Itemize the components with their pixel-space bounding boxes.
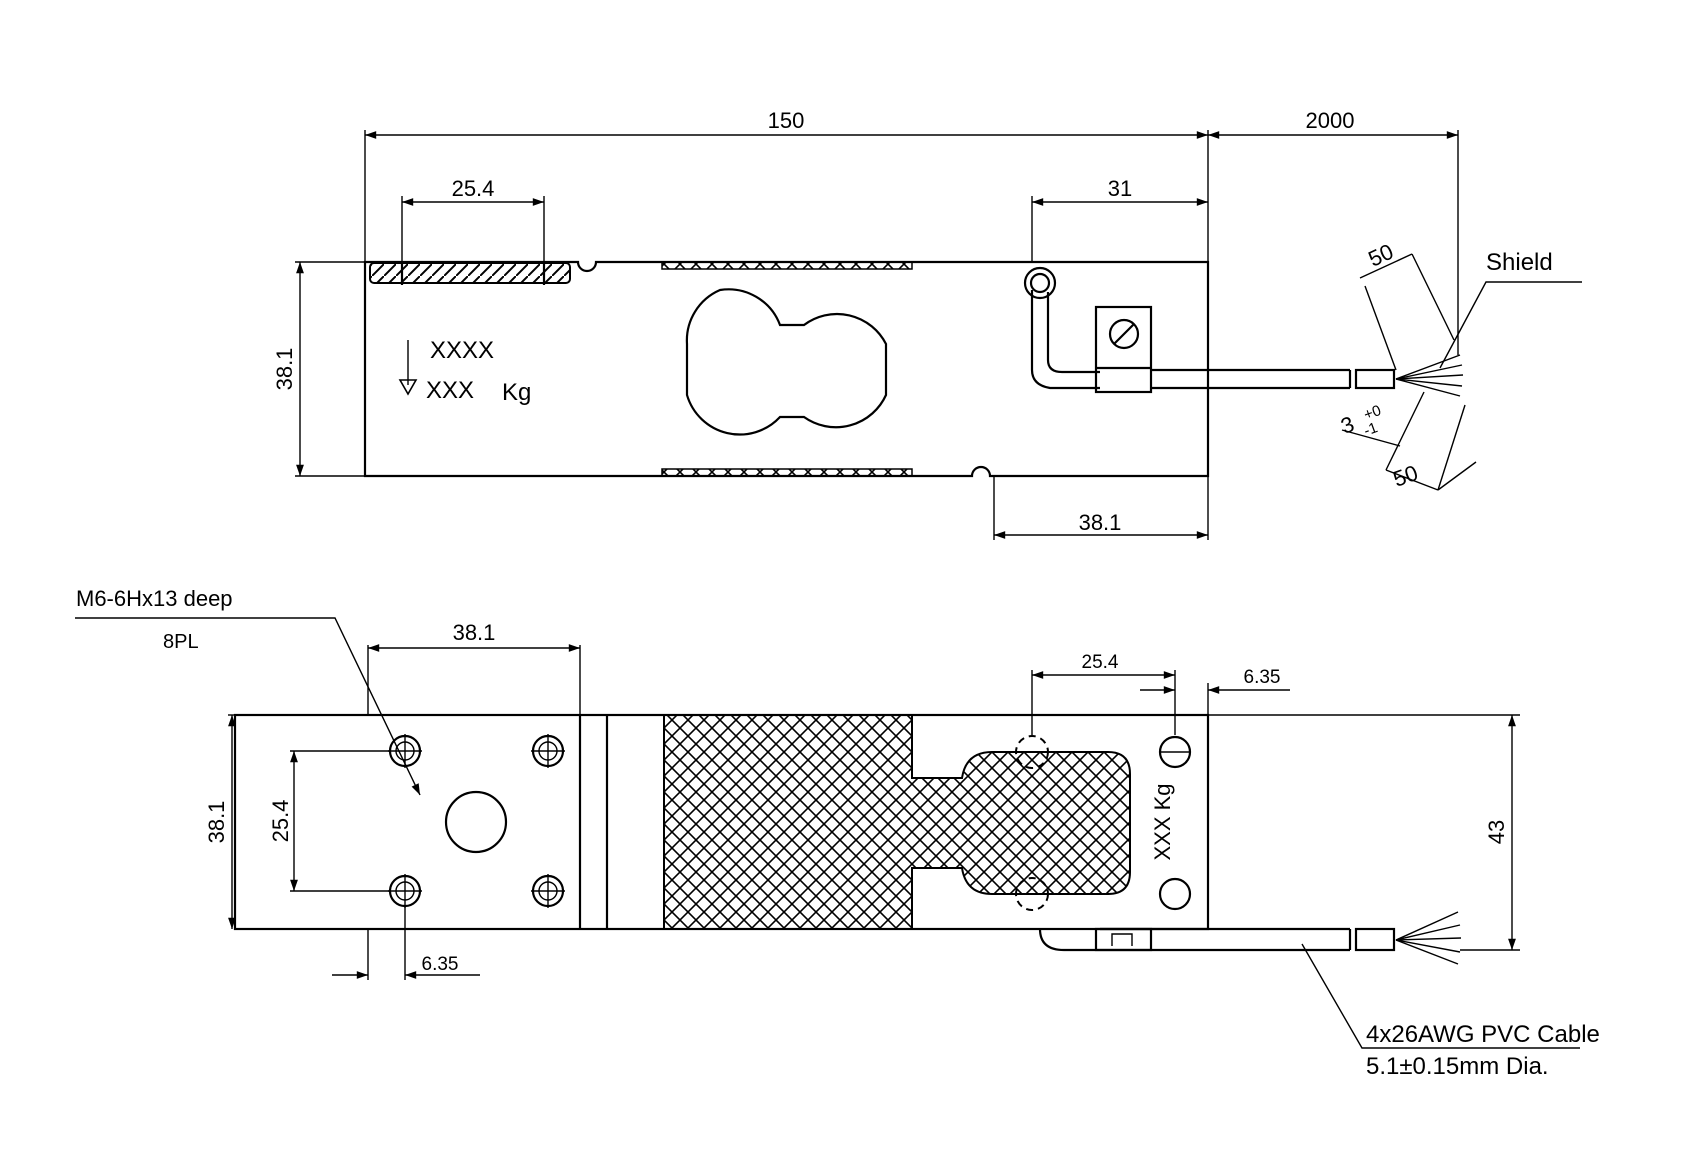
- thread-count-label: 8PL: [163, 631, 199, 653]
- dim-31-label: 31: [1108, 176, 1132, 201]
- clamp-screw-icon: [1108, 318, 1140, 350]
- cable-note-line2: 5.1±0.15mm Dia.: [1366, 1053, 1549, 1080]
- dim-tin-label: 3: [1337, 411, 1357, 439]
- cable-note-leader: [1301, 943, 1580, 1049]
- gauge-area: [663, 714, 1131, 930]
- dim-25-4-vertical-label: 25.4: [268, 800, 293, 843]
- thread-holes-left: [388, 734, 565, 908]
- dim-25-4-top-label: 25.4: [452, 176, 495, 201]
- bottom-gauge-strip: [661, 468, 913, 477]
- cable-sleeve: [1354, 368, 1396, 390]
- shield-leader: [1439, 281, 1582, 369]
- bottom-marking: XXX Kg: [1150, 783, 1175, 860]
- dim-50-upper-label: 50: [1364, 239, 1397, 272]
- dim-25-4-horizontal-label: 25.4: [1082, 652, 1119, 673]
- bottom-wire-fan: [1395, 911, 1462, 965]
- bottom-cable: [1038, 928, 1350, 952]
- center-hole: [444, 790, 508, 854]
- thread-note-leader: [75, 617, 421, 796]
- dim-tin-tol-minus: -1: [1362, 419, 1380, 440]
- dim-38-1-bottom-label: 38.1: [1079, 510, 1122, 535]
- dim-150-label: 150: [768, 108, 805, 133]
- top-gauge-strip: [661, 261, 913, 270]
- dim-50-lower-label: 50: [1390, 460, 1422, 492]
- marking-line1: XXXX: [430, 337, 494, 364]
- dim-6-35-right-label: 6.35: [1244, 667, 1281, 688]
- cable-clamp: [1094, 305, 1153, 394]
- dim-tin-tol-plus: +0: [1362, 402, 1384, 424]
- bottom-cable-sleeve: [1354, 927, 1396, 952]
- thread-note-label: M6-6Hx13 deep: [76, 586, 233, 611]
- wire-fan: [1395, 354, 1464, 397]
- thread-holes-right: [1015, 735, 1192, 911]
- bottom-view: M6-6Hx13 deep 8PL 38.1 38.1 25.4 6.35 25…: [75, 586, 1600, 1080]
- internal-wire: [1030, 290, 1100, 390]
- dim-38-1-top-bv-label: 38.1: [453, 620, 496, 645]
- shield-label: Shield: [1486, 249, 1553, 276]
- dim-43-label: 43: [1484, 820, 1509, 844]
- strip-dimension-upper: [1359, 253, 1455, 371]
- top-body-outline: [363, 260, 1210, 478]
- dim-38-1-left-bv-label: 38.1: [204, 801, 229, 844]
- marking-line2: XXX: [426, 377, 474, 404]
- strip-dimension-lower: [1341, 391, 1477, 491]
- top-view: 150 2000 25.4 31 38.1 38.1 50 50 3 +0 -1…: [272, 108, 1582, 540]
- dim-2000-label: 2000: [1306, 108, 1355, 133]
- cable-note-line1: 4x26AWG PVC Cable: [1366, 1021, 1600, 1048]
- top-thread-hatch: [369, 262, 571, 284]
- marking-unit: Kg: [502, 379, 531, 406]
- cable-exit-hole: [1023, 266, 1057, 300]
- bottom-cable-clamp: [1094, 927, 1153, 952]
- binocular-hole: [685, 288, 888, 436]
- dim-38-1-left-label: 38.1: [272, 348, 297, 391]
- dim-6-35-bv-label: 6.35: [422, 954, 459, 975]
